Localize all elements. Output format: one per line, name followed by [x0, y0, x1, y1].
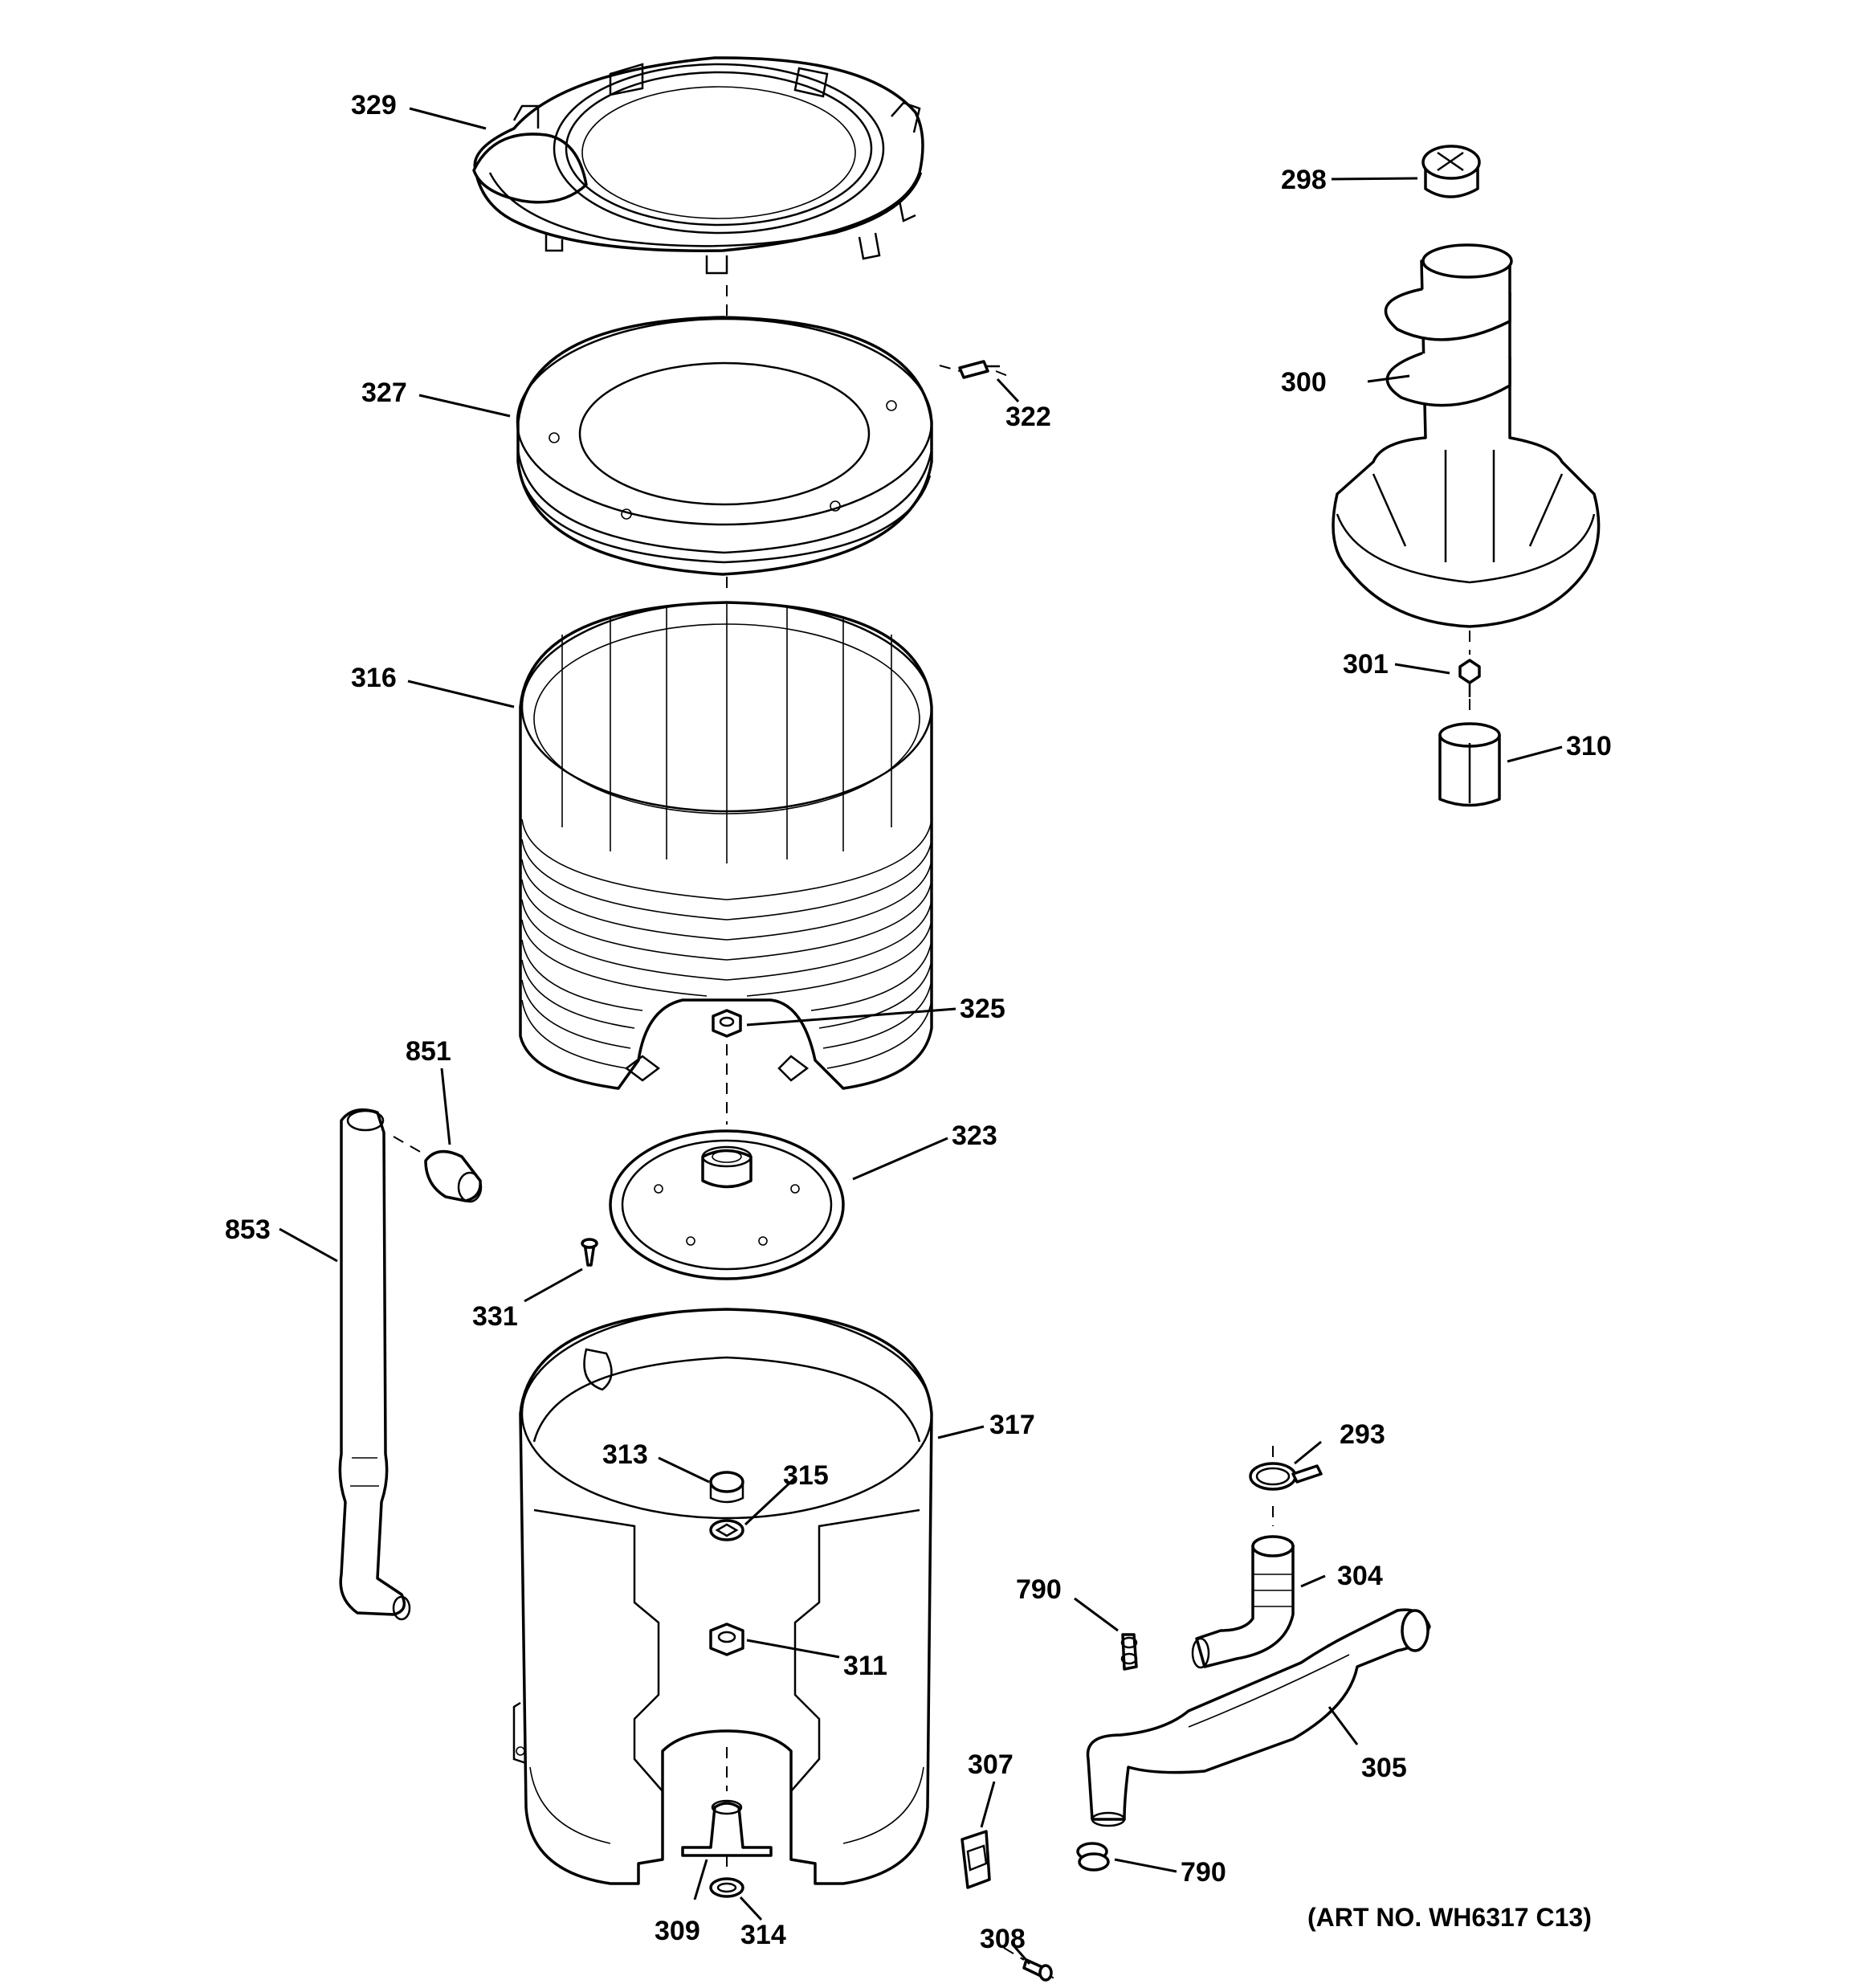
- part-327-balance-ring: [516, 316, 933, 576]
- part-790-clip-lower: [1076, 1842, 1110, 1872]
- part-311-nut: [709, 1623, 744, 1656]
- callout-313: 313: [602, 1439, 648, 1470]
- callout-307: 307: [968, 1749, 1014, 1780]
- callout-293: 293: [1340, 1419, 1385, 1450]
- part-301-bolt: [1458, 659, 1481, 697]
- callout-327: 327: [361, 378, 407, 408]
- part-325-nut: [712, 1009, 742, 1038]
- callout-322: 322: [1005, 402, 1051, 432]
- part-323-hub-plate: [609, 1129, 845, 1280]
- part-305-drain-hose: [1086, 1608, 1431, 1827]
- part-313-bearing: [709, 1471, 744, 1504]
- callout-325: 325: [960, 994, 1005, 1024]
- leader-lines: [279, 107, 1563, 1965]
- part-310-coupler: [1438, 722, 1501, 807]
- callout-329: 329: [351, 90, 397, 120]
- callout-304: 304: [1337, 1561, 1383, 1591]
- part-309-drain-boot: [681, 1799, 773, 1857]
- callout-305: 305: [1361, 1753, 1407, 1783]
- part-317-outer-tub: [512, 1308, 933, 1885]
- callout-790-upper: 790: [1016, 1574, 1062, 1605]
- part-300-agitator: [1332, 243, 1601, 628]
- part-790-clip-upper: [1120, 1633, 1138, 1671]
- callout-314: 314: [740, 1920, 786, 1950]
- center-axis-lines: [393, 285, 1470, 1983]
- part-315-seal: [709, 1519, 744, 1541]
- callout-851: 851: [406, 1036, 451, 1067]
- callout-315: 315: [783, 1460, 829, 1491]
- callout-790-lower: 790: [1181, 1857, 1226, 1888]
- callout-301: 301: [1343, 649, 1389, 680]
- part-304-drain-elbow: [1191, 1535, 1295, 1669]
- callout-331: 331: [472, 1301, 518, 1332]
- callout-311: 311: [843, 1651, 887, 1681]
- part-316-wash-basket: [519, 601, 933, 1090]
- callout-labels: 329 327 322 316 325 851 853 323 331 317 …: [225, 90, 1612, 1954]
- part-298-agitator-cap: [1421, 145, 1481, 198]
- part-331-screw: [581, 1238, 598, 1267]
- callout-309: 309: [655, 1916, 700, 1946]
- callout-323: 323: [952, 1121, 997, 1151]
- part-293-hose-clamp: [1249, 1462, 1323, 1491]
- callout-310: 310: [1566, 731, 1612, 761]
- part-322-screw: [958, 360, 1000, 379]
- callout-300: 300: [1281, 367, 1327, 398]
- part-853-hose: [338, 1108, 411, 1621]
- callout-308: 308: [980, 1924, 1026, 1954]
- callout-853: 853: [225, 1214, 271, 1245]
- part-329-tub-cover: [472, 56, 924, 275]
- part-307-bracket: [961, 1830, 991, 1889]
- art-number: (ART NO. WH6317 C13): [1307, 1903, 1592, 1932]
- callout-316: 316: [351, 663, 397, 693]
- part-851-plug: [424, 1149, 483, 1203]
- basket-ribs: [521, 604, 932, 1069]
- callout-317: 317: [989, 1410, 1035, 1440]
- part-314-o-ring: [709, 1877, 744, 1898]
- callout-298: 298: [1281, 165, 1327, 195]
